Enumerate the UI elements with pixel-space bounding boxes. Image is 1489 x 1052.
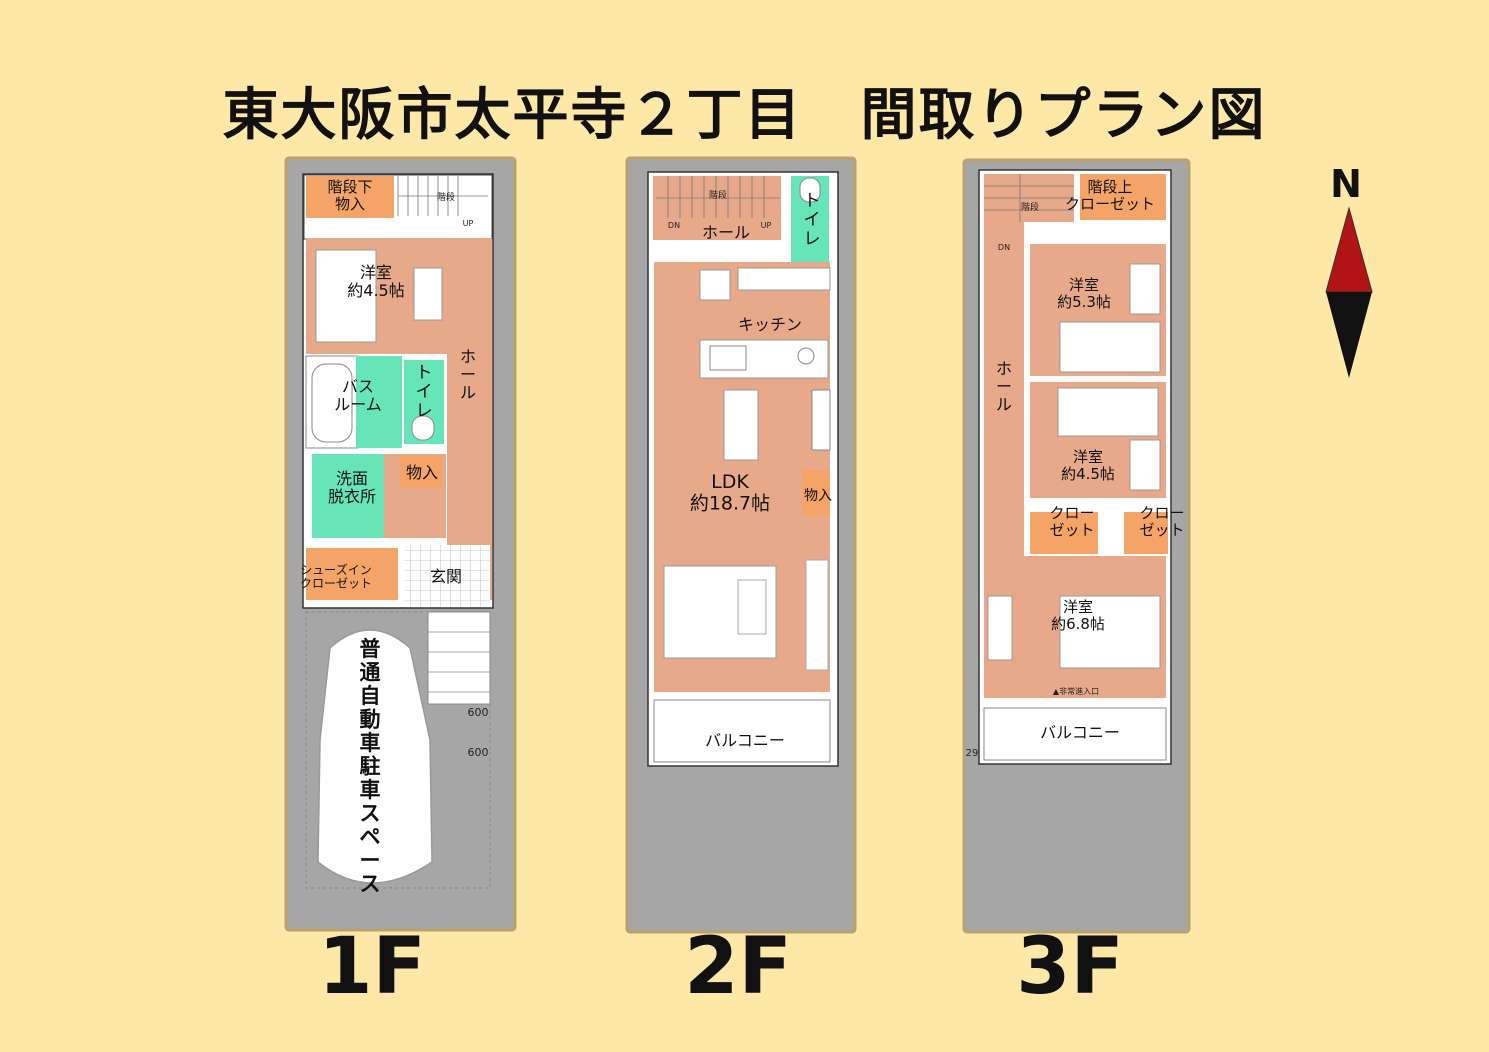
label-hall-3f: ホール [996, 359, 1012, 414]
label-dn-3f: DN [998, 243, 1010, 252]
label-western-1f: 洋室約4.5帖 [347, 263, 404, 300]
parking-space-1f [305, 611, 491, 889]
label-western-a-3f: 洋室約5.3帖 [1057, 276, 1111, 311]
label-western-b-3f: 洋室約4.5帖 [1061, 448, 1115, 483]
floor-3f: 階段 DN 階段上クローゼット ホール 洋室約5.3帖 洋室約4.5帖 クローゼ… [962, 158, 1191, 934]
north-arrow-icon [1325, 206, 1373, 293]
label-storage-1f: 物入 [406, 463, 438, 482]
label-shoe-closet-1f: シューズインクローゼット [300, 562, 372, 590]
label-hall-2f: ホール [702, 223, 750, 242]
compass-north-label: N [1330, 162, 1362, 206]
bath-1f [356, 356, 402, 448]
label-stairs-1f: 階段 [437, 191, 455, 203]
label-stairs-3f: 階段 [1021, 201, 1039, 213]
closet-a-3f [1030, 512, 1098, 554]
label-stairs-2f: 階段 [709, 189, 727, 201]
car-icon [317, 629, 433, 884]
label-balcony-2f: バルコニー [705, 731, 785, 750]
floor-label-3f: 3F [1016, 922, 1124, 1012]
label-hall-1f: ホール [460, 347, 476, 402]
label-dim-3f: 29 [966, 748, 979, 759]
page-title: 東大阪市太平寺２丁目 間取りプラン図 [222, 83, 1267, 148]
label-dim-a-1f: 600 [468, 706, 489, 719]
label-up-2f: UP [761, 221, 772, 230]
label-kitchen-2f: キッチン [738, 315, 802, 334]
label-dn-2f: DN [668, 221, 680, 230]
label-closet-b-3f: クローゼット [1139, 504, 1184, 539]
floor-label-2f: 2F [684, 922, 792, 1012]
label-stair-closet-3f: 階段上クローゼット [1065, 178, 1155, 213]
label-storage-2f: 物入 [804, 488, 832, 504]
north-compass: N [1325, 162, 1373, 378]
label-closet-a-3f: クローゼット [1049, 504, 1094, 539]
label-toilet-2f: トイレ [804, 191, 821, 249]
stair-storage-1f [306, 176, 394, 218]
entrance-1f [404, 545, 490, 607]
hall-1f [447, 240, 492, 600]
south-arrow-icon [1326, 292, 1372, 378]
balcony-2f [653, 699, 831, 763]
floor-label-1f: 1F [318, 922, 426, 1012]
label-entrance-1f: 玄関 [430, 567, 462, 586]
label-emergency-3f: ▲非常進入口 [1053, 686, 1099, 696]
balcony-3f [983, 707, 1167, 761]
hall-2f [653, 176, 781, 240]
storage-2f [802, 470, 830, 516]
storage-1f [400, 456, 442, 488]
label-western-c-3f: 洋室約6.8帖 [1051, 598, 1105, 633]
label-parking-1f: 普通自動車駐車スペース [360, 637, 381, 896]
label-balcony-3f: バルコニー [1040, 723, 1120, 742]
label-bath-1f: バスルーム [334, 377, 382, 414]
label-washroom-1f: 洗面脱衣所 [328, 469, 376, 506]
label-dim-b-1f: 600 [468, 746, 489, 759]
stair-closet-3f [1080, 174, 1166, 220]
label-up-1f: UP [463, 219, 474, 228]
label-toilet-1f: トイレ [416, 363, 433, 421]
washroom-1f [312, 454, 384, 538]
floor-1f: 階段下物入 階段 UP 洋室約4.5帖 ホール バスルーム トイレ 物入 洗面脱… [284, 156, 517, 932]
shoe-closet-1f [306, 548, 398, 600]
label-stair-storage-1f: 階段下物入 [327, 178, 372, 213]
closet-b-3f [1124, 512, 1168, 554]
